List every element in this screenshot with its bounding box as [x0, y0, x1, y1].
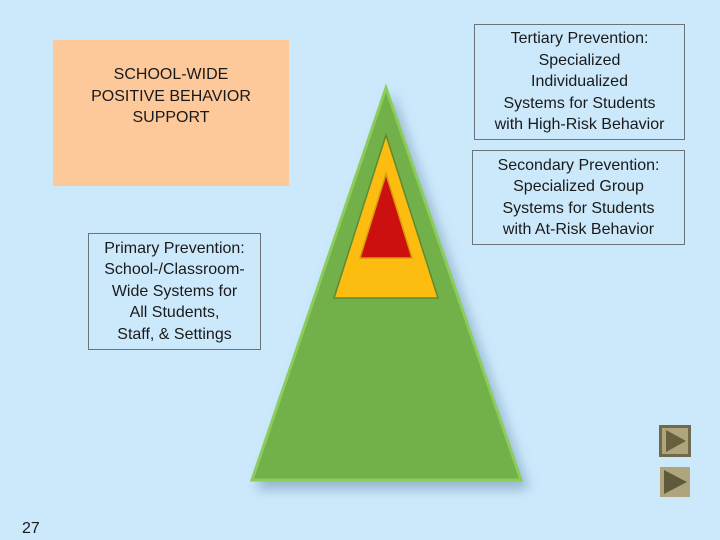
play-forward-icon	[666, 430, 686, 452]
secondary-prevention-label: Secondary Prevention: Specialized Group …	[472, 150, 685, 245]
nav-next-button[interactable]	[659, 425, 691, 457]
tertiary-prevention-label: Tertiary Prevention: Specialized Individ…	[474, 24, 685, 140]
nav-play-button[interactable]	[660, 467, 690, 497]
page-number: 27	[22, 520, 40, 537]
play-forward-icon	[664, 470, 687, 494]
primary-prevention-label: Primary Prevention: School-/Classroom- W…	[88, 233, 261, 350]
tertiary-tier-triangle	[358, 171, 414, 259]
title-box: SCHOOL-WIDE POSITIVE BEHAVIOR SUPPORT	[53, 40, 289, 186]
